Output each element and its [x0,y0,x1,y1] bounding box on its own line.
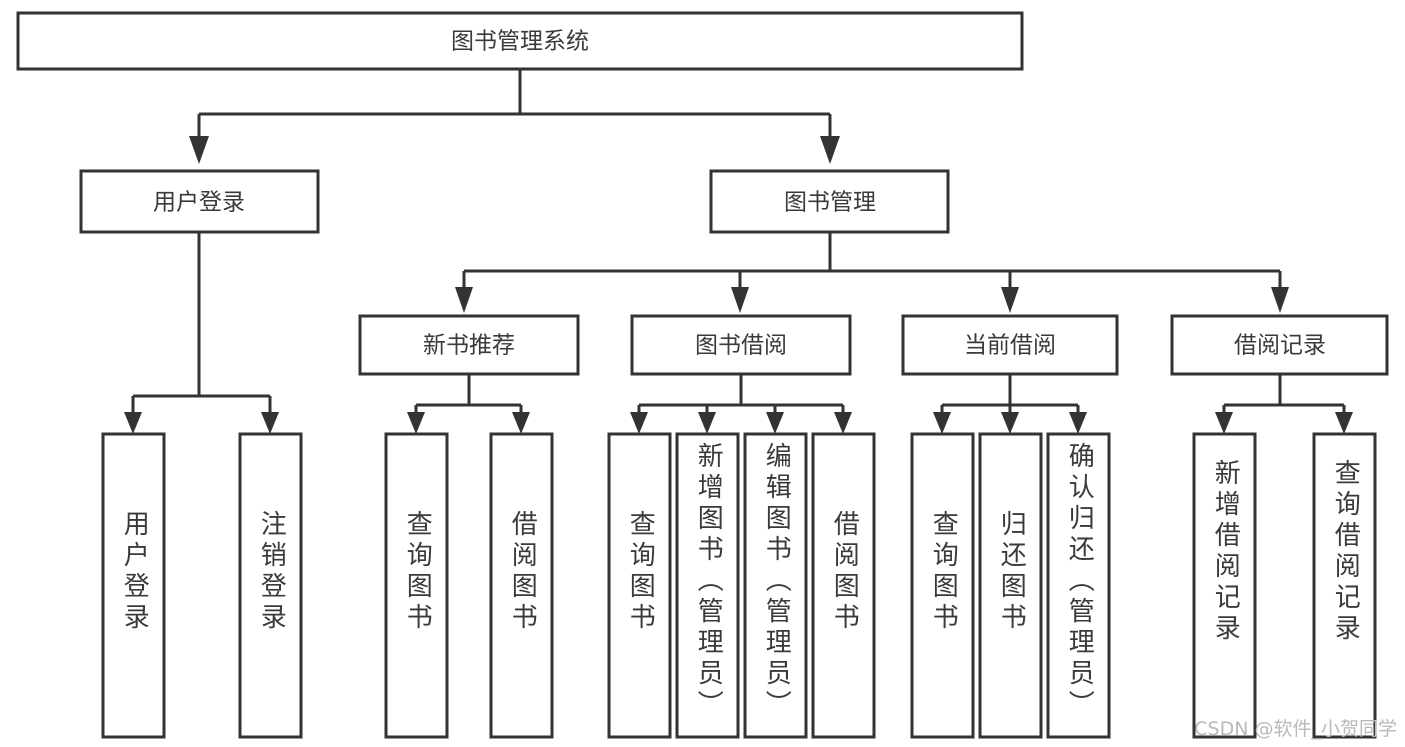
arrowhead-leaf-user-login [124,412,142,434]
arrowhead-leaf-add-record [1215,412,1233,434]
leaf-query-book-3-box[interactable] [910,432,975,739]
arrowhead-leaf-borrow-book-2 [834,412,852,434]
node-current-borrow-label: 当前借阅 [964,333,1056,359]
node-root-label: 图书管理系统 [451,29,589,55]
leaf-add-record-box[interactable] [1192,432,1257,739]
leaf-query-record-box[interactable] [1312,432,1377,739]
node-new-book-recommend[interactable]: 新书推荐 [358,314,580,376]
arrowhead-user-login [189,136,209,164]
node-new-book-recommend-box[interactable] [358,314,580,376]
node-borrow-record[interactable]: 借阅记录 [1170,314,1389,376]
arrowhead-leaf-query-record [1335,412,1353,434]
arrowhead-new-book-recommend [455,287,473,313]
node-current-borrow-box[interactable] [901,314,1119,376]
leaf-borrow-book-1-box[interactable] [489,432,554,739]
arrowhead-book-borrow [731,287,749,313]
arrowhead-current-borrow [1001,287,1019,313]
leaf-logout-login-box[interactable] [238,432,303,739]
leaf-add-book-box[interactable] [675,432,740,739]
node-current-borrow[interactable]: 当前借阅 [901,314,1119,376]
leaf-query-book-2-box[interactable] [607,432,672,739]
arrowhead-borrow-record [1271,287,1289,313]
arrowhead-leaf-query-book-2 [630,412,648,434]
arrowhead-leaf-edit-book [766,412,784,434]
arrowhead-leaf-add-book [698,412,716,434]
arrowhead-leaf-query-book-3 [933,412,951,434]
node-user-login[interactable]: 用户登录 [79,169,320,234]
node-user-login-label: 用户登录 [153,190,245,216]
leaf-edit-book-box[interactable] [743,432,808,739]
leaf-confirm-return-box[interactable] [1046,432,1111,739]
arrowhead-leaf-query-book-1 [407,412,425,434]
arrowhead-leaf-confirm-return [1069,412,1087,434]
node-root-box[interactable] [16,11,1024,71]
arrowhead-leaf-borrow-book-1 [512,412,530,434]
node-borrow-record-box[interactable] [1170,314,1389,376]
node-book-borrow-box[interactable] [630,314,852,376]
arrowhead-book-management [820,136,840,164]
node-book-management-box[interactable] [709,169,950,234]
leaf-query-book-1-box[interactable] [384,432,449,739]
leaf-user-login-box[interactable] [101,432,166,739]
arrowhead-leaf-return-book [1001,412,1019,434]
node-new-book-recommend-label: 新书推荐 [423,333,515,359]
node-book-borrow-label: 图书借阅 [695,333,787,359]
node-borrow-record-label: 借阅记录 [1234,333,1326,359]
node-root[interactable]: 图书管理系统 [16,11,1024,71]
leaf-return-book-box[interactable] [978,432,1043,739]
arrowhead-leaf-logout-login [261,412,279,434]
node-book-borrow[interactable]: 图书借阅 [630,314,852,376]
csdn-watermark: CSDN @软件_小贺同学 [1194,718,1397,740]
node-book-management-label: 图书管理 [784,190,876,216]
leaf-borrow-book-2-box[interactable] [811,432,876,739]
node-book-management[interactable]: 图书管理 [709,169,950,234]
